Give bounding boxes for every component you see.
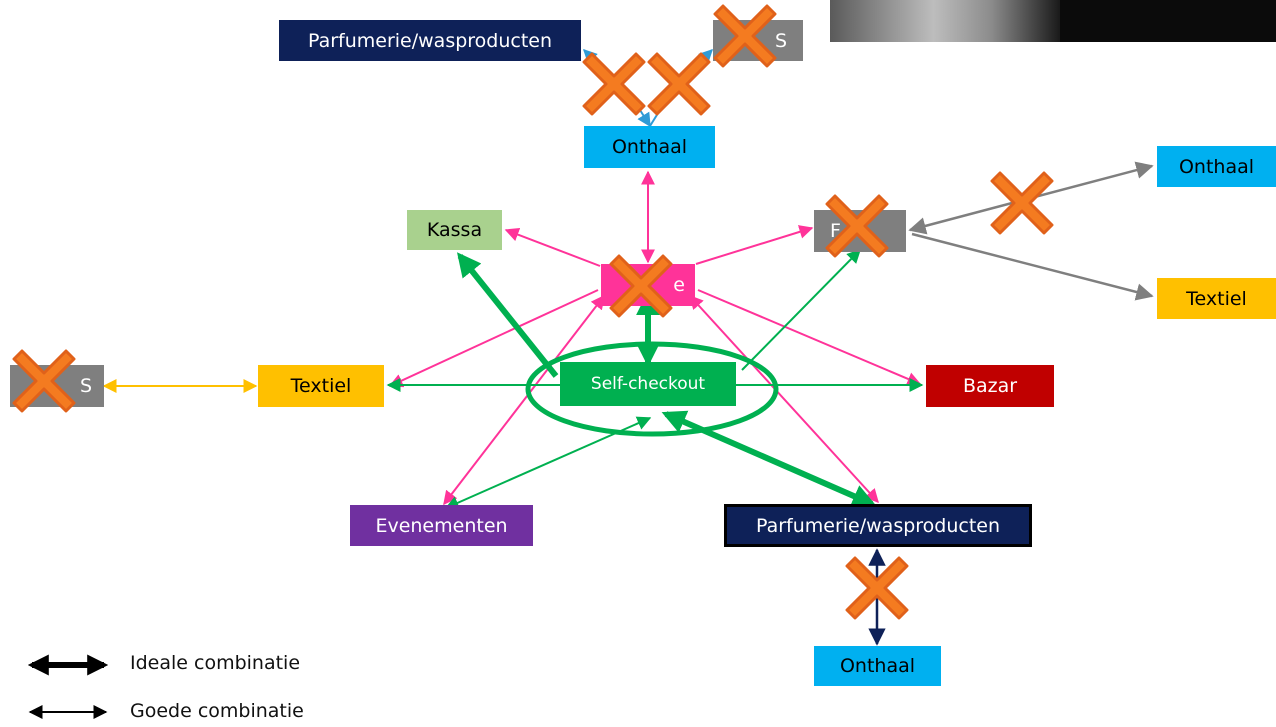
node-textiel-left-label: Textiel <box>290 375 352 397</box>
node-onthaal-top: Onthaal <box>584 126 715 168</box>
legend-ideal: Ideale combinatie <box>104 652 300 674</box>
node-self-checkout: Self-checkout <box>560 362 736 406</box>
node-gray-top-label: S <box>774 29 787 52</box>
node-textiel-left: Textiel <box>258 365 384 407</box>
cross-icon-right-arrow <box>990 171 1054 235</box>
self-checkout-highlight-ring <box>525 341 779 437</box>
cross-icon-top-right <box>713 4 777 68</box>
cross-icon-bottom-arrow <box>845 556 909 620</box>
node-pink-center-label: e <box>673 274 685 296</box>
cross-icon-right-node <box>825 194 889 258</box>
cross-icon-center <box>609 254 673 318</box>
node-bazar-label: Bazar <box>962 375 1018 397</box>
node-textiel-right-label: Textiel <box>1186 287 1247 310</box>
photo-thumbnail <box>830 0 1276 42</box>
node-kassa-label: Kassa <box>426 219 483 241</box>
legend-good: Goede combinatie <box>104 700 304 722</box>
cross-icon-left-node <box>12 349 76 413</box>
node-kassa: Kassa <box>407 210 502 250</box>
node-evenementen-label: Evenementen <box>375 514 508 537</box>
node-parfumerie-top-label: Parfumerie/wasproducten <box>307 29 553 52</box>
node-self-checkout-label: Self-checkout <box>590 374 706 394</box>
node-onthaal-right: Onthaal <box>1157 146 1276 187</box>
cross-icon-top-middle <box>647 52 711 116</box>
node-evenementen: Evenementen <box>350 505 533 546</box>
legend-good-label: Goede combinatie <box>130 700 304 722</box>
node-bazar: Bazar <box>926 365 1054 407</box>
node-textiel-right: Textiel <box>1157 278 1276 319</box>
node-gray-left-label: S <box>79 375 92 397</box>
node-onthaal-right-label: Onthaal <box>1178 155 1255 178</box>
node-parfumerie-bottom: Parfumerie/wasproducten <box>724 504 1032 547</box>
node-onthaal-bottom: Onthaal <box>814 646 941 686</box>
node-parfumerie-top: Parfumerie/wasproducten <box>279 20 581 61</box>
node-onthaal-bottom-label: Onthaal <box>839 655 916 677</box>
cross-icon-top-left <box>582 52 646 116</box>
node-gray-right-label: F <box>830 220 841 242</box>
node-parfumerie-bottom-label: Parfumerie/wasproducten <box>755 514 1001 537</box>
node-onthaal-top-label: Onthaal <box>611 136 688 158</box>
legend-ideal-label: Ideale combinatie <box>130 652 301 674</box>
